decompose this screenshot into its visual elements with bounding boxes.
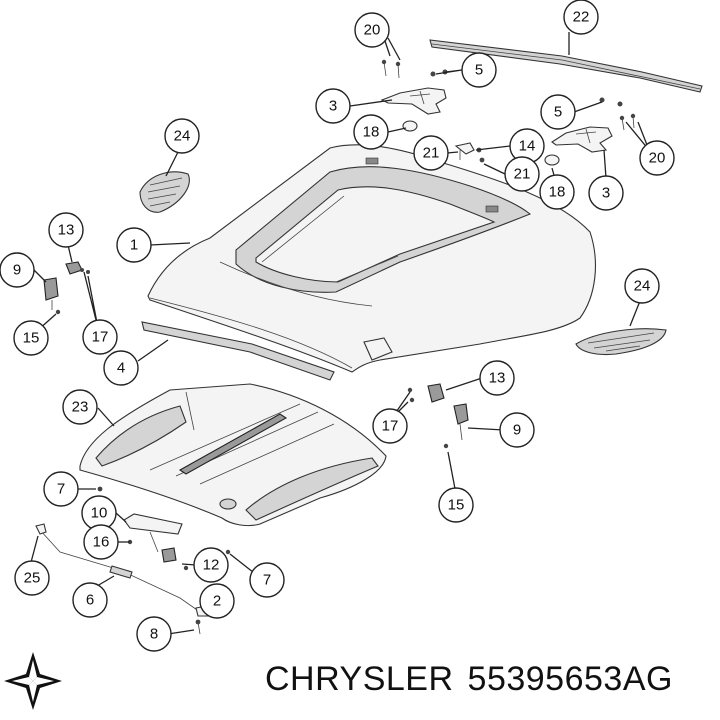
part-bolts-upper-left (381, 59, 448, 79)
callout-15-left: 15 (13, 320, 49, 356)
part-weatherstrip-seal (429, 39, 703, 93)
callout-25: 25 (14, 560, 50, 596)
callout-7-left: 7 (43, 471, 79, 507)
svg-text:20: 20 (364, 22, 381, 39)
svg-text:10: 10 (91, 505, 108, 522)
svg-text:3: 3 (329, 98, 337, 115)
callouts: 20 22 5 3 24 18 14 21 5 20 21 18 3 13 1 … (0, 0, 675, 652)
callout-12: 12 (193, 547, 229, 583)
svg-text:15: 15 (448, 497, 465, 514)
callout-15-right: 15 (438, 487, 474, 523)
svg-text:5: 5 (475, 62, 483, 79)
callout-13-left: 13 (48, 212, 84, 248)
part-bumper-stops (402, 120, 560, 166)
callout-4: 4 (103, 350, 139, 386)
part-vent-grille-right (575, 328, 667, 356)
callout-18-right: 18 (539, 174, 575, 210)
callout-5-upper-left: 5 (461, 52, 497, 88)
callout-24-left: 24 (164, 118, 200, 154)
svg-text:15: 15 (23, 330, 40, 347)
svg-text:14: 14 (519, 138, 536, 155)
svg-text:25: 25 (24, 570, 41, 587)
part-vent-grille-left (139, 171, 190, 213)
part-front-seal-strip (141, 321, 335, 381)
callout-21-right: 21 (504, 156, 540, 192)
callout-17-left: 17 (82, 319, 118, 355)
callout-10: 10 (81, 495, 117, 531)
part-clip-14 (454, 142, 485, 163)
svg-text:3: 3 (602, 185, 610, 202)
svg-text:24: 24 (174, 128, 191, 145)
svg-text:4: 4 (117, 360, 125, 377)
brand-logo-icon (4, 652, 62, 710)
callout-20-right: 20 (639, 140, 675, 176)
part-latch-group-right (407, 383, 469, 449)
callout-20-upper-left: 20 (354, 12, 390, 48)
callout-7-right: 7 (249, 562, 285, 598)
callout-17-right: 17 (372, 408, 408, 444)
callout-24-right: 24 (624, 268, 660, 304)
svg-text:6: 6 (86, 592, 94, 609)
callout-13-right: 13 (479, 360, 515, 396)
callout-3-left: 3 (315, 88, 351, 124)
svg-text:1: 1 (130, 237, 138, 254)
svg-text:16: 16 (93, 534, 110, 551)
callout-2: 2 (199, 583, 235, 619)
svg-text:21: 21 (423, 145, 440, 162)
callout-6: 6 (72, 582, 108, 618)
callout-9-right: 9 (499, 412, 535, 448)
part-hood-inner-panel (79, 383, 387, 527)
svg-text:9: 9 (13, 262, 21, 279)
svg-text:18: 18 (363, 124, 380, 141)
svg-text:22: 22 (573, 9, 590, 26)
callout-18-left: 18 (353, 114, 389, 150)
brand-caption: CHRYSLER 55395653AG (265, 660, 687, 699)
part-hood-hinge-right (551, 126, 613, 153)
callout-9-left: 9 (0, 252, 35, 288)
part-latch-group-left (43, 261, 90, 315)
callout-8: 8 (136, 616, 172, 652)
callout-16: 16 (83, 524, 119, 560)
callout-1: 1 (116, 227, 152, 263)
svg-text:2: 2 (213, 593, 221, 610)
part-number-text: 55395653AG (467, 660, 673, 698)
svg-text:24: 24 (634, 278, 651, 295)
svg-text:23: 23 (72, 399, 89, 416)
svg-text:12: 12 (203, 557, 220, 574)
callout-22: 22 (563, 0, 599, 35)
callout-5-right: 5 (540, 94, 576, 130)
part-hood-hinge-left (380, 87, 447, 115)
svg-text:9: 9 (513, 422, 521, 439)
svg-text:7: 7 (263, 572, 271, 589)
svg-text:17: 17 (382, 418, 399, 435)
part-hood-panel (147, 144, 596, 373)
svg-text:5: 5 (554, 104, 562, 121)
part-bolts-upper-right (599, 97, 636, 131)
part-lower-latch-group (35, 486, 231, 635)
callout-21-left: 21 (413, 135, 449, 171)
brand-name-text: CHRYSLER (265, 660, 454, 698)
callout-23: 23 (62, 389, 98, 425)
svg-text:8: 8 (150, 626, 158, 643)
svg-text:7: 7 (57, 481, 65, 498)
svg-text:20: 20 (649, 150, 666, 167)
svg-text:17: 17 (92, 329, 109, 346)
svg-text:13: 13 (489, 370, 506, 387)
svg-text:18: 18 (549, 184, 566, 201)
svg-text:21: 21 (514, 166, 531, 183)
svg-text:13: 13 (58, 222, 75, 239)
callout-3-right: 3 (588, 175, 624, 211)
